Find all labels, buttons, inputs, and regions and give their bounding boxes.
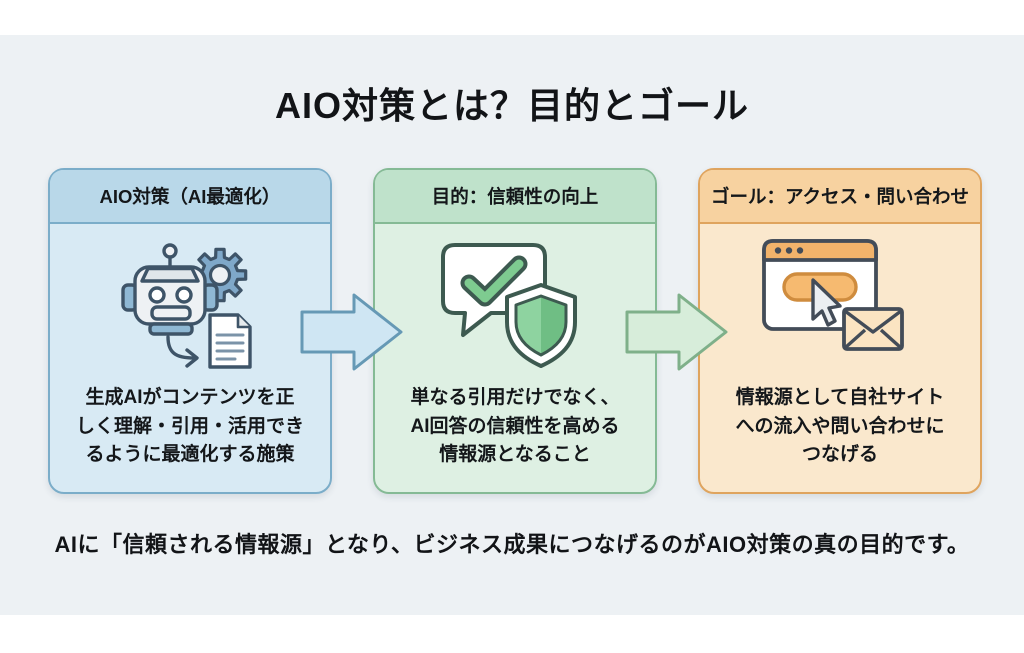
footer-note: AIに「信頼される情報源」となり、ビジネス成果につなげるのがAIO対策の真の目的… bbox=[54, 532, 970, 557]
card-aio-body-text: 生成AIがコンテンツを正 しく理解・引用・活用でき るように最適化する施策 bbox=[75, 387, 304, 465]
cursor-icon bbox=[811, 278, 842, 327]
card-purpose-body-text: 単なる引用だけでなく、 AI回答の信頼性を高める 情報源となること bbox=[410, 387, 620, 465]
card-goal-body-text: 情報源として自社サイト への流入や問い合わせに つなげる bbox=[735, 387, 945, 465]
document-icon bbox=[208, 313, 252, 369]
shield-icon bbox=[505, 283, 577, 368]
arrow-step1-to-step2-icon bbox=[300, 293, 403, 371]
card-purpose-header: 目的：信頼性の向上 bbox=[375, 170, 655, 224]
mail-icon bbox=[842, 307, 904, 351]
card-goal: ゴール：アクセス・問い合わせ bbox=[698, 168, 982, 494]
robot-gear-document-icon bbox=[50, 224, 330, 384]
card-aio-header: AIO対策（AI最適化） bbox=[50, 170, 330, 224]
robot-icon bbox=[121, 243, 219, 336]
browser-cursor-mail-icon bbox=[700, 224, 980, 384]
infographic-canvas: AIO対策とは？目的とゴール AIO対策（AI最適化） bbox=[0, 35, 1024, 615]
arrow-step2-to-step3-icon bbox=[625, 293, 728, 371]
card-purpose: 目的：信頼性の向上 bbox=[373, 168, 657, 494]
curved-arrow-icon bbox=[166, 335, 199, 368]
chat-check-shield-icon bbox=[375, 224, 655, 384]
card-goal-header: ゴール：アクセス・問い合わせ bbox=[700, 170, 980, 224]
page-title: AIO対策とは？目的とゴール bbox=[274, 85, 749, 126]
card-aio-measures: AIO対策（AI最適化） bbox=[48, 168, 332, 494]
